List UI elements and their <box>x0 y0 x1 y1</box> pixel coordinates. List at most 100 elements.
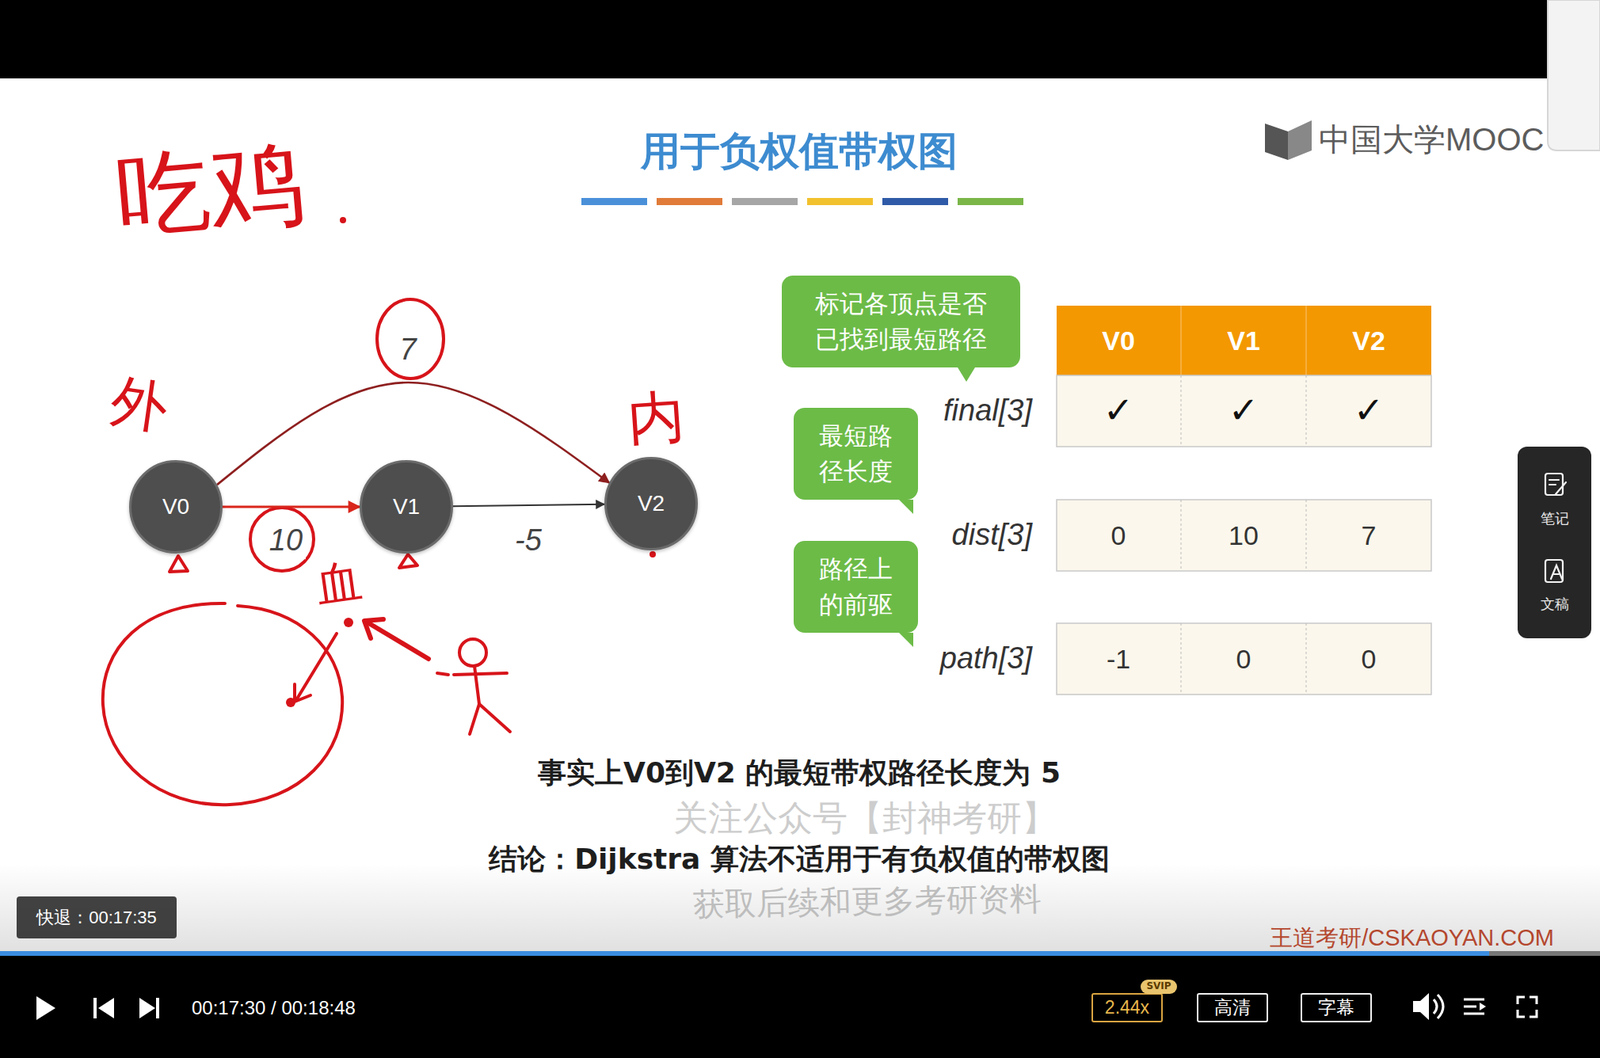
callout-bubble: 标记各顶点是否已找到最短路径 <box>781 275 1021 368</box>
site-mark: 王道考研/CSKAOYAN.COM <box>1269 924 1555 953</box>
video-top-bar <box>0 0 1548 79</box>
table-cell: 10 <box>1228 519 1259 553</box>
red-annotation <box>479 704 511 732</box>
red-annotation <box>364 619 384 639</box>
table-cell: 0 <box>1236 643 1252 676</box>
handwritten-note: 吃鸡 <box>111 125 308 255</box>
table-grid <box>1305 305 1307 376</box>
edge-arrow <box>222 505 360 508</box>
table-header: V2 <box>1352 324 1386 358</box>
table-header: V1 <box>1226 324 1261 358</box>
time-display: 00:17:30 / 00:18:48 <box>191 997 356 1021</box>
handwritten-note: 血 <box>312 553 366 615</box>
vertex-name: V1 <box>392 491 420 524</box>
player-icon <box>1433 999 1437 1014</box>
vertex-circle: V1 <box>359 460 454 554</box>
row-label: path[3] <box>940 640 1033 678</box>
document-icon <box>1545 560 1563 583</box>
vertex-circle: V0 <box>129 460 223 554</box>
red-annotation <box>250 507 314 572</box>
slide-title: 用于负权值带权图 <box>640 127 958 176</box>
table-grid <box>1180 499 1182 572</box>
edge-weight: 10 <box>266 522 306 560</box>
panel-item: 文稿 <box>1517 595 1592 614</box>
table-grid <box>1056 375 1432 447</box>
side-panel: 笔记文稿 <box>1517 446 1592 639</box>
red-annotation <box>367 622 429 660</box>
button-text: 2.44x <box>1104 994 1150 1021</box>
red-annotation <box>459 639 487 667</box>
player-icon <box>1437 994 1444 1019</box>
red-annotation <box>469 704 480 735</box>
check-mark: ✓ <box>1353 388 1385 433</box>
title-color-bar <box>807 198 873 206</box>
logo-text: 中国大学MOOC <box>1318 120 1544 159</box>
document-icon <box>1545 560 1563 583</box>
player-icon <box>98 998 115 1019</box>
table-grid <box>1056 623 1432 695</box>
player-bar <box>0 956 1600 1058</box>
table-grid <box>1306 623 1307 695</box>
player-fade <box>0 863 1600 953</box>
title-color-bar <box>581 198 648 206</box>
red-annotation <box>343 617 354 628</box>
callout-text: 路径上的前驱 <box>814 551 898 623</box>
panel-item: 笔记 <box>1517 510 1592 528</box>
player-icon <box>156 998 160 1019</box>
callout-bubble: 路径上的前驱 <box>793 540 919 633</box>
edge-arrow <box>453 504 605 507</box>
badge-text: SVIP <box>1146 980 1171 994</box>
red-annotation <box>437 673 449 675</box>
title-color-bar <box>731 198 798 206</box>
callout-text: 最短路径长度 <box>814 418 898 490</box>
table-cell: 0 <box>1361 643 1377 676</box>
player-icon <box>139 998 156 1019</box>
red-annotation <box>296 633 337 701</box>
vertex-name: V0 <box>162 491 190 524</box>
title-color-bar <box>882 198 949 206</box>
title-color-bar <box>581 198 1024 206</box>
player-button: 高清 <box>1196 993 1269 1023</box>
note-icon <box>1545 473 1563 496</box>
handwritten-note: 外 <box>106 365 172 442</box>
logo-icon <box>1264 123 1288 160</box>
table-grid <box>1056 305 1432 376</box>
progress-track <box>0 951 1600 957</box>
table-grid <box>1306 499 1307 572</box>
player-button: 字幕 <box>1300 993 1372 1023</box>
callout-text: 标记各顶点是否已找到最短路径 <box>805 285 997 358</box>
button-text: 字幕 <box>1318 994 1355 1021</box>
note-icon <box>1555 482 1566 495</box>
edge-weight: -5 <box>511 522 545 560</box>
speed-button: 2.44x <box>1091 993 1163 1023</box>
red-annotation <box>339 217 347 224</box>
edge-weight: 7 <box>396 331 420 369</box>
table-cell: 0 <box>1111 519 1127 553</box>
table-header: V0 <box>1101 324 1136 358</box>
red-annotation <box>294 684 311 702</box>
red-annotation <box>102 603 343 805</box>
seek-toast: 快退：00:17:35 <box>16 896 177 939</box>
handwritten-note: 内 <box>624 381 687 454</box>
button-text: 高清 <box>1214 994 1251 1021</box>
table-grid <box>1056 305 1432 695</box>
watermark: 关注公众号【封神考研】 <box>673 797 1057 840</box>
player-icon <box>36 996 56 1021</box>
red-annotation <box>169 556 188 572</box>
check-mark: ✓ <box>1103 388 1135 433</box>
table-grid <box>1306 375 1307 447</box>
table-cell: -1 <box>1106 643 1131 676</box>
row-label: final[3] <box>943 392 1033 430</box>
progress-played <box>0 951 1490 957</box>
player-icon <box>93 998 97 1019</box>
note-text: 事实上V0到V2 的最短带权路径长度为 5 <box>537 755 1061 790</box>
player-icon <box>1479 1002 1486 1011</box>
table-grid <box>1180 623 1182 695</box>
logo-icon <box>1264 120 1312 160</box>
logo-icon <box>1287 120 1312 160</box>
table-grid <box>1180 305 1182 376</box>
title-color-bar <box>656 198 723 206</box>
vertex-circle: V2 <box>604 457 698 551</box>
note-icon <box>1545 473 1566 496</box>
red-annotation <box>399 554 418 568</box>
